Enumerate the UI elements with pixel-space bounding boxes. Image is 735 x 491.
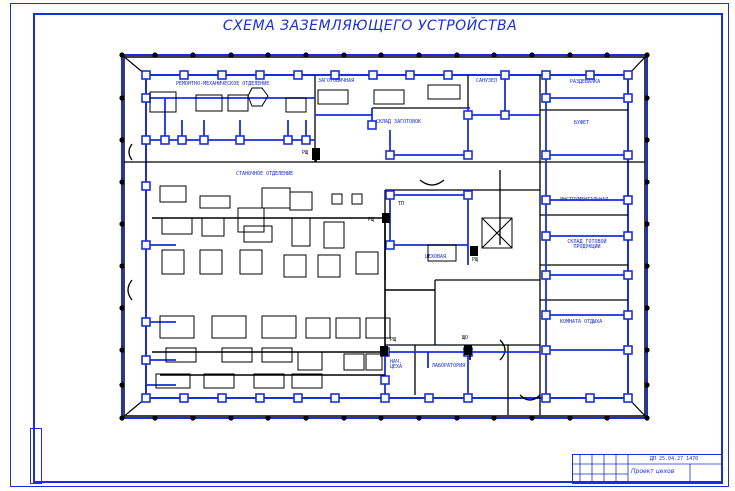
drawing-title: СХЕМА ЗАЗЕМЛЯЮЩЕГО УСТРОЙСТВА xyxy=(222,18,518,34)
room-label-lab: ЛАБОРАТОРИЯ xyxy=(432,363,466,369)
room-label-foundry: ЗАГОТОВИЧНАЯ xyxy=(318,78,355,84)
panel-label-rp1: РЩ xyxy=(302,150,309,156)
room-label-tool: ИНСТРУМЕНТАЛЬНАЯ xyxy=(560,197,609,203)
panel-label-rp2: РЩ xyxy=(368,217,375,223)
outer-wall xyxy=(123,56,646,417)
panel-label-tp: ТП xyxy=(398,201,405,207)
sheet-inner-frame xyxy=(33,13,723,483)
room-label-rest: КОМНАТА ОТДЫХА xyxy=(560,319,603,325)
room-label-machine: СТАНОЧНОЕ ОТДЕЛЕНИЕ xyxy=(236,171,294,177)
title-block-grid xyxy=(572,454,723,484)
interior-walls xyxy=(124,75,645,415)
room-label-office: ЦЕХОВАЯ xyxy=(425,254,447,260)
grounding-network xyxy=(145,75,628,398)
room-label-bathroom: САНУЗЕЛ xyxy=(476,78,498,84)
title-block-name: Проект цехов xyxy=(631,468,675,475)
room-label-repair: РЕМОНТНО-МЕХАНИЧЕСКОЕ ОТДЕЛЕНИЕ xyxy=(176,81,270,87)
sheet-outer-frame xyxy=(10,3,729,487)
room-label-head: НАЧ. ЦЕХА xyxy=(390,359,403,370)
side-stamp xyxy=(30,428,42,484)
room-label-locker: РАЗДЕВАЛКА xyxy=(570,79,601,85)
panel-markers xyxy=(312,148,478,356)
title-block xyxy=(572,454,723,484)
room-label-blanks-store: СКЛАД ЗАГОТОВОК xyxy=(376,119,422,125)
machine-bus xyxy=(152,150,471,376)
ground-electrodes xyxy=(119,52,650,421)
room-label-buffet: БУФЕТ xyxy=(574,120,590,126)
panel-label-shch: ЩО xyxy=(462,335,469,341)
room-label-finished: СКЛАД ГОТОВОЙ ПРОДУКЦИИ xyxy=(567,239,607,250)
panel-label-rp4: РЩ xyxy=(390,337,397,343)
panel-label-rp3: РЩ xyxy=(472,257,479,263)
title-block-code: ДП 25.04.27 1470 xyxy=(650,456,699,462)
equipment xyxy=(149,84,513,389)
